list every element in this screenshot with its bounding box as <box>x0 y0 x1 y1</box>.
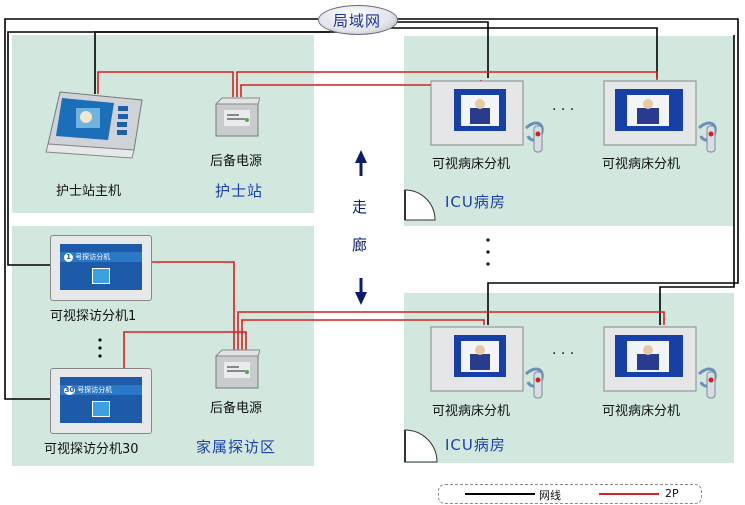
visit-unit-30-label: 可视探访分机30 <box>44 442 139 457</box>
network-line-visit30 <box>4 18 318 400</box>
network-line-icu-bottom-1 <box>396 18 739 325</box>
family-visit-label: 家属探访区 <box>196 438 277 456</box>
visit-unit-30-screen-text: 号探访分机 <box>77 386 113 394</box>
red-line-visit1 <box>150 261 235 350</box>
corridor-label-2: 廊 <box>352 236 369 254</box>
backup-power-label-visit: 后备电源 <box>210 401 263 416</box>
icu-bottom-label: ICU病房 <box>445 436 506 454</box>
legend-network-label: 网线 <box>539 489 561 502</box>
door-swing-icu-top <box>404 189 436 221</box>
bed-unit-icon <box>430 80 544 153</box>
nurse-host-label: 护士站主机 <box>56 184 122 199</box>
visit-unit-1-label: 可视探访分机1 <box>50 309 137 324</box>
bed-unit-icon <box>603 80 717 153</box>
bed-unit-icon <box>430 326 544 399</box>
door-swing-icu-bottom <box>404 429 438 463</box>
backup-power-icon <box>214 349 260 389</box>
visit-unit-30-number: 30 <box>64 386 75 395</box>
legend-2p-label: 2P <box>665 487 679 500</box>
backup-power-icon <box>214 97 260 137</box>
visit-unit-30-icon: 30 号探访分机 <box>50 368 152 434</box>
network-lines <box>4 18 739 400</box>
arrow-down-icon <box>355 292 367 305</box>
corridor-arrows <box>355 150 367 305</box>
red-line-icu-bottom-2 <box>237 311 665 350</box>
bed-unit-label: 可视病床分机 <box>432 157 511 172</box>
corridor-label-1: 走 <box>352 198 369 216</box>
icu-top-label: ICU病房 <box>445 193 506 211</box>
nurse-station-label: 护士站 <box>215 182 264 200</box>
icu-vertical-ellipsis <box>486 238 490 266</box>
arrow-up-icon <box>355 150 367 163</box>
legend-network-swatch <box>465 493 535 495</box>
network-line-visit1 <box>7 31 330 266</box>
two-wire-lines <box>97 71 665 370</box>
network-line-icu-bottom-2 <box>659 35 735 325</box>
lan-cloud-icon <box>318 5 398 35</box>
bed-unit-label: 可视病床分机 <box>602 404 681 419</box>
red-line-visit30 <box>123 331 247 370</box>
horizontal-ellipsis: · · · <box>552 346 575 362</box>
visit-vertical-ellipsis <box>98 338 102 358</box>
red-line-icu-bottom-1 <box>241 319 485 350</box>
red-line-nurse-host <box>97 71 234 97</box>
legend-2p-swatch <box>599 493 659 495</box>
bed-unit-label: 可视病床分机 <box>432 404 511 419</box>
backup-power-label-nurse: 后备电源 <box>210 154 263 169</box>
bed-unit-icon <box>603 326 717 399</box>
network-line-icu-top-1 <box>392 21 489 78</box>
legend: 网线 2P <box>438 484 702 504</box>
bed-unit-label: 可视病床分机 <box>602 157 681 172</box>
visit-unit-1-number: 1 <box>64 253 73 262</box>
lan-label: 局域网 <box>332 12 381 30</box>
nurse-station-host-icon <box>45 91 143 159</box>
visit-unit-1-icon: 1 号探访分机 <box>50 235 152 301</box>
red-line-icu-top-2 <box>236 71 658 97</box>
network-line-icu-top-2 <box>380 27 658 78</box>
visit-unit-1-screen-text: 号探访分机 <box>75 253 111 261</box>
horizontal-ellipsis: · · · <box>552 102 575 118</box>
